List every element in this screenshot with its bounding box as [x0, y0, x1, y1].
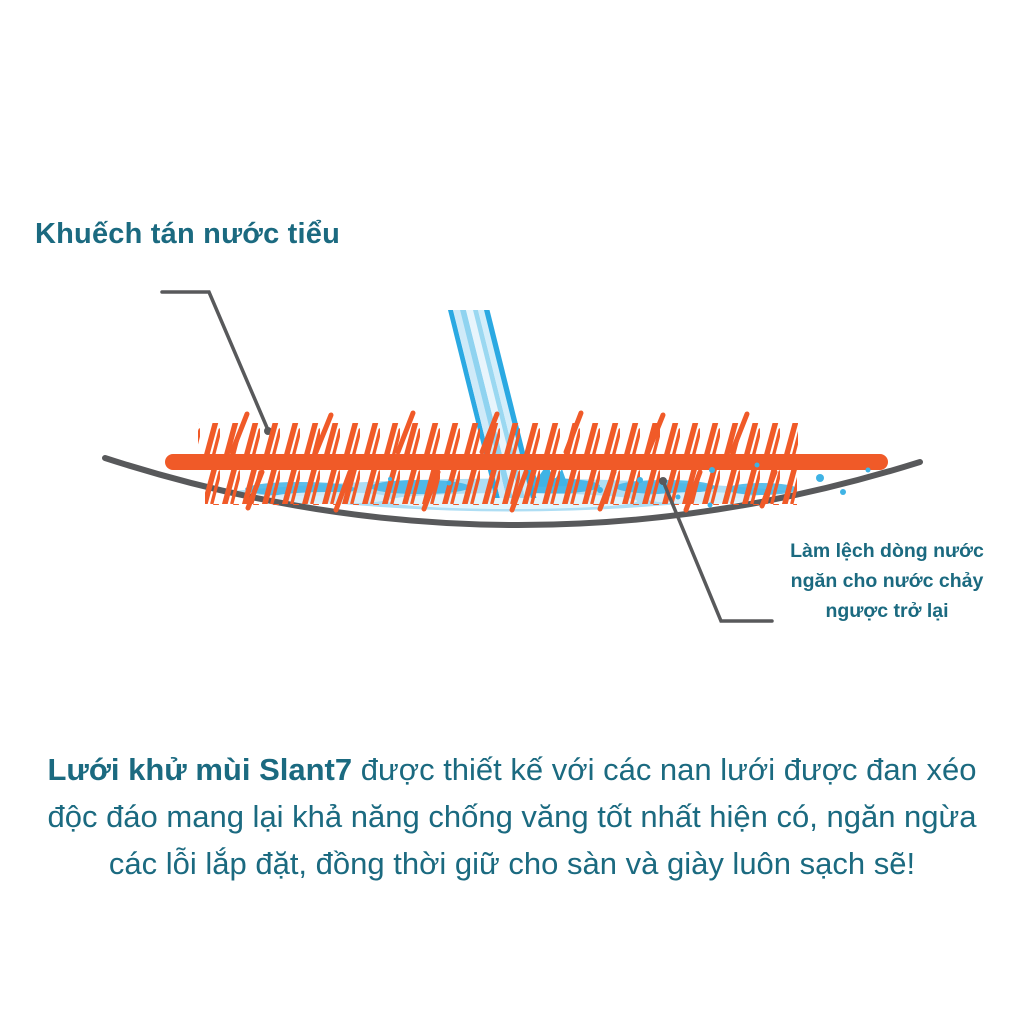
product-description: Lưới khử mùi Slant7 được thiết kế với cá… — [30, 746, 994, 887]
page-title: Khuếch tán nước tiểu — [35, 218, 341, 250]
product-name: Lưới khử mùi Slant7 — [47, 752, 353, 787]
deflect-callout-label: Làm lệch dòng nước ngăn cho nước chảy ng… — [790, 540, 984, 622]
mesh-graphic — [165, 410, 888, 513]
product-description-text: được thiết kế với các nan lưới được đan … — [47, 752, 977, 881]
callout-line-left — [160, 290, 272, 435]
callout-line-right — [659, 477, 774, 623]
water-droplets-graphic — [388, 462, 871, 508]
